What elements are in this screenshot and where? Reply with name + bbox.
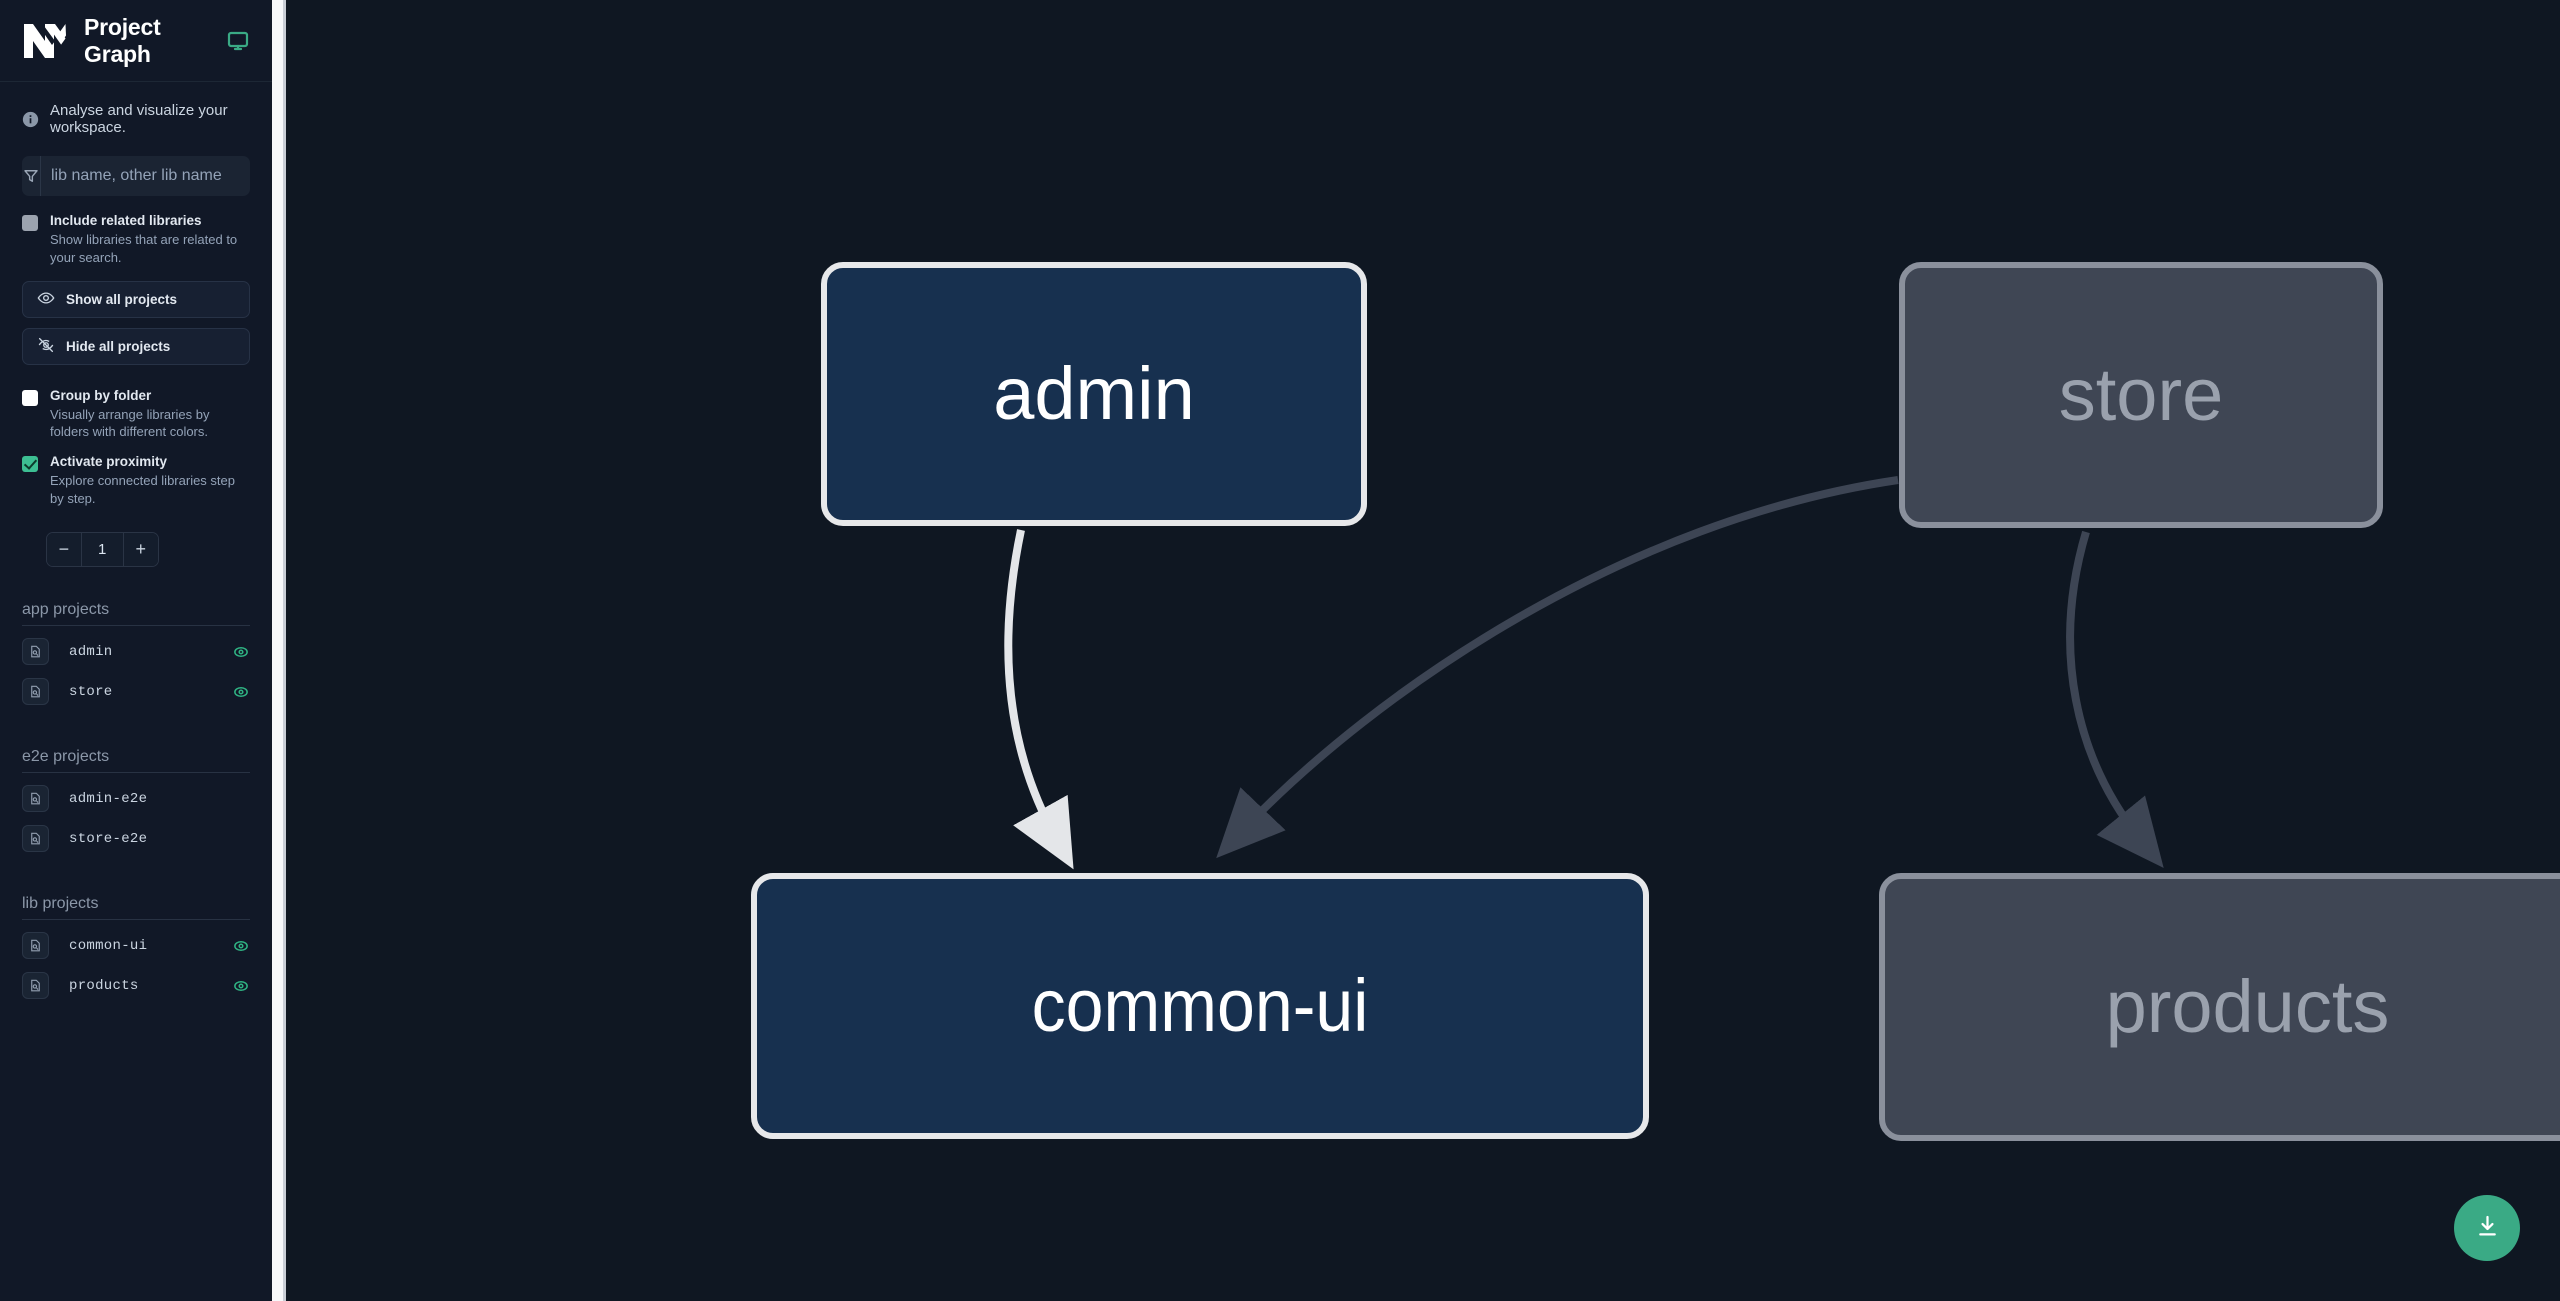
sidebar-divider [283,0,286,1301]
show-all-projects-label: Show all projects [66,291,178,307]
search-input[interactable] [41,167,250,185]
graph-node-products[interactable]: products [1879,873,2560,1141]
eye-icon [37,289,55,310]
include-related-libraries-row[interactable]: Include related libraries Show libraries… [0,196,272,267]
project-icon [22,972,49,1000]
section-heading-lib-projects: lib projects [22,895,250,920]
eye-off-icon [37,336,55,357]
filter-wrapper [0,150,272,196]
edge-admin-to-common-ui [1004,529,1074,870]
activate-proximity-row[interactable]: Activate proximity Explore connected lib… [0,441,272,508]
list-item[interactable]: admin [22,632,250,672]
sidebar-subtitle-row: Analyse and visualize your workspace. [0,82,272,150]
project-icon [22,825,49,853]
project-list-app: app projects admin [0,601,272,1006]
graph-edges [1004,476,2164,870]
include-related-description: Show libraries that are related to your … [50,232,238,265]
project-name: admin-e2e [69,790,148,807]
list-item[interactable]: products [22,966,250,1006]
graph-node-label: common-ui [1031,964,1369,1047]
project-name: admin [69,643,113,660]
eye-visible-icon[interactable] [232,937,250,955]
monitor-icon[interactable] [226,29,250,53]
section-heading-e2e-projects: e2e projects [22,748,250,773]
project-name: store [69,683,113,700]
activate-proximity-label: Activate proximity [50,454,168,470]
edge-store-to-products [2066,530,2164,868]
show-all-projects-button[interactable]: Show all projects [22,280,250,318]
proximity-stepper: − 1 + [46,531,159,567]
project-icon [22,678,49,706]
proximity-increment-button[interactable]: + [123,532,158,566]
download-icon [2474,1213,2501,1243]
sidebar-subtitle: Analyse and visualize your workspace. [50,102,228,136]
download-graph-button[interactable] [2454,1195,2520,1261]
sidebar-resize-handle[interactable] [272,0,283,1301]
list-item[interactable]: store-e2e [22,819,250,859]
project-name: common-ui [69,937,148,954]
eye-visible-icon[interactable] [232,683,250,701]
eye-visible-icon[interactable] [232,643,250,661]
list-item[interactable]: common-ui [22,926,250,966]
graph-node-label: products [2105,965,2390,1048]
sidebar-header: Project Graph [0,0,272,82]
filter-funnel-icon [22,156,41,196]
group-by-folder-label: Group by folder [50,387,152,403]
group-by-folder-row[interactable]: Group by folder Visually arrange librari… [0,365,272,442]
info-icon [22,111,39,128]
hide-all-projects-label: Hide all projects [66,338,171,354]
graph-canvas[interactable]: admin store common-ui products [286,0,2560,1301]
visibility-buttons: Show all projects Hide all projects [0,267,272,365]
search-box[interactable] [22,156,250,196]
list-item[interactable]: admin-e2e [22,779,250,819]
project-name: store-e2e [69,830,148,847]
proximity-decrement-button[interactable]: − [47,532,82,566]
section-heading-app-projects: app projects [22,601,250,626]
group-by-folder-checkbox[interactable] [22,389,38,406]
sidebar: Project Graph Analyse and visualize your… [0,0,272,1301]
group-by-folder-description: Visually arrange libraries by folders wi… [50,406,210,440]
include-related-checkbox[interactable] [22,215,38,231]
project-name: products [69,977,139,994]
project-icon [22,932,49,960]
edge-store-to-common-ui [1216,476,1899,859]
eye-visible-icon[interactable] [232,977,250,995]
activate-proximity-description: Explore connected libraries step by step… [50,473,235,507]
include-related-label: Include related libraries [50,213,202,228]
graph-node-common-ui[interactable]: common-ui [751,873,1649,1139]
page-title: Project Graph [84,13,161,67]
project-icon [22,638,49,666]
nx-logo-icon [22,20,68,62]
graph-node-label: store [2058,353,2224,436]
activate-proximity-checkbox[interactable] [22,456,38,473]
proximity-value: 1 [81,532,124,566]
hide-all-projects-button[interactable]: Hide all projects [22,327,250,365]
graph-node-admin[interactable]: admin [821,262,1367,526]
list-item[interactable]: store [22,672,250,712]
graph-node-label: admin [993,352,1195,435]
project-icon [22,785,49,813]
graph-node-store[interactable]: store [1899,262,2383,528]
proximity-stepper-wrapper: − 1 + [0,508,272,567]
